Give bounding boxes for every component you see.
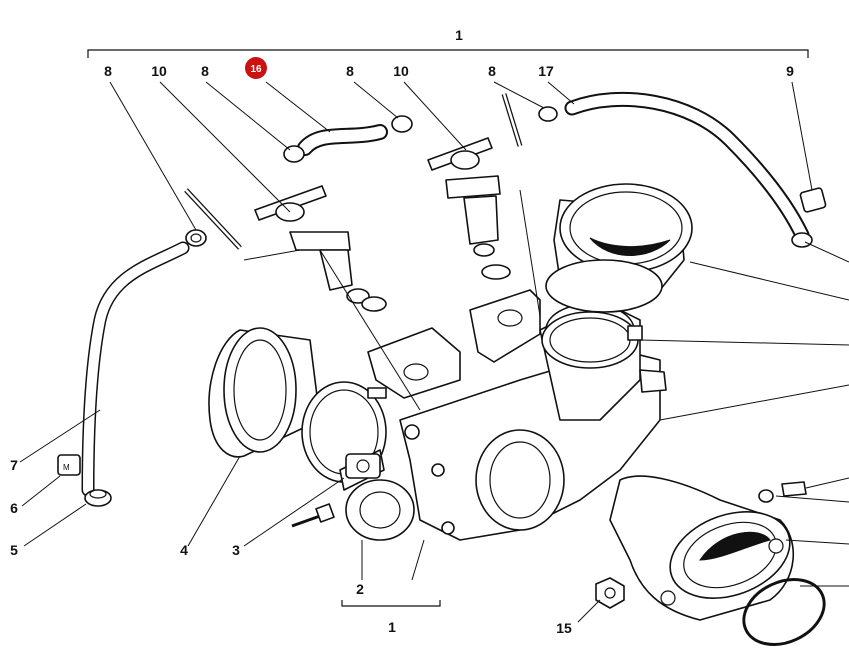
callout-3: 3 bbox=[232, 542, 240, 558]
hose-clip-6: M bbox=[57, 454, 81, 476]
callout-17: 17 bbox=[538, 63, 554, 79]
callout-labels: 1 8 10 8 16 8 10 8 17 9 7 6 5 4 3 2 1 15 bbox=[10, 27, 794, 636]
screw-2 bbox=[291, 503, 335, 528]
idle-air-valve-right bbox=[427, 137, 511, 280]
callout-1-top: 1 bbox=[455, 27, 463, 43]
callout-6: 6 bbox=[10, 500, 18, 516]
callout-10: 10 bbox=[151, 63, 167, 79]
bolt-right bbox=[501, 93, 523, 147]
hose-clamp-left-top bbox=[185, 229, 207, 247]
callout-4: 4 bbox=[180, 542, 188, 558]
callout-8: 8 bbox=[104, 63, 112, 79]
callout-8: 8 bbox=[346, 63, 354, 79]
intake-duct-left bbox=[208, 327, 321, 458]
intake-manifold-right bbox=[609, 475, 795, 621]
callout-15: 15 bbox=[556, 620, 572, 636]
callout-7: 7 bbox=[10, 457, 18, 473]
callout-8: 8 bbox=[201, 63, 209, 79]
air-trumpet bbox=[545, 183, 693, 313]
callout-2: 2 bbox=[356, 581, 364, 597]
callout-9: 9 bbox=[786, 63, 794, 79]
leader-lines bbox=[19, 81, 849, 623]
throttle-position-sensor bbox=[345, 453, 381, 479]
top-assembly-bracket bbox=[87, 49, 809, 58]
hose-left bbox=[81, 241, 190, 497]
idle-air-valve-left bbox=[254, 185, 387, 312]
o-ring bbox=[742, 578, 826, 646]
bolt-left bbox=[184, 188, 242, 250]
hose-clamp-upper bbox=[541, 311, 643, 369]
callout-16: 16 bbox=[250, 64, 262, 75]
nut-15 bbox=[595, 577, 625, 609]
bolt-and-washer-right bbox=[758, 481, 807, 503]
bottom-assembly-bracket bbox=[341, 600, 441, 607]
valve-bracket-left bbox=[367, 327, 461, 399]
hose-clamp-left-bottom bbox=[84, 489, 112, 507]
callout-10: 10 bbox=[393, 63, 409, 79]
callout-8: 8 bbox=[488, 63, 496, 79]
valve-bracket-right bbox=[469, 289, 541, 363]
hose-16 bbox=[283, 115, 413, 163]
highlight-marker bbox=[245, 57, 267, 79]
svg-text:M: M bbox=[63, 463, 70, 472]
callout-1-bottom: 1 bbox=[388, 619, 396, 635]
callout-5: 5 bbox=[10, 542, 18, 558]
hose-17 bbox=[538, 91, 827, 248]
